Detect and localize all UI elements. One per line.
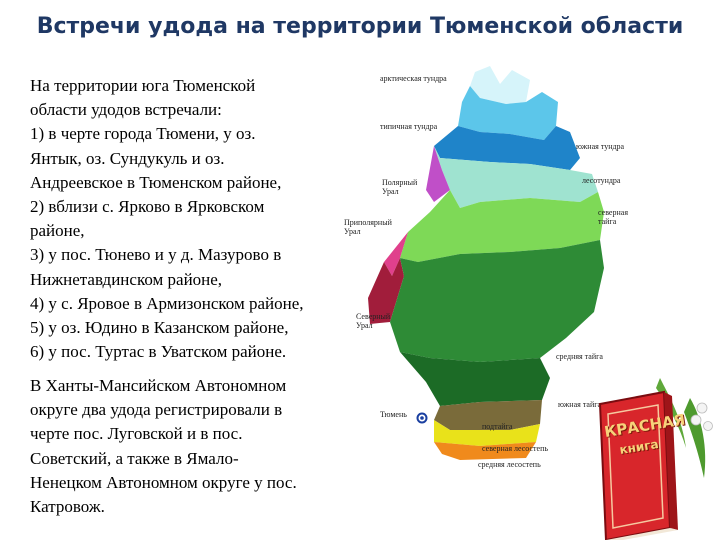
page-title: Встречи удода на территории Тюменской об… [36,14,684,39]
text-line: районе, [30,221,85,241]
zone-south-tundra [434,126,580,170]
text-line: Андреевское в Тюменском районе, [30,172,282,192]
label-north-forest-steppe: северная лесостепь [482,444,549,453]
label-forest-tundra: лесотундра [582,176,621,185]
text-line: Янтык, оз. Сундукуль и оз. [30,148,225,168]
zone-subpolar-ural [384,232,408,276]
zone-north-ural [368,258,404,324]
label-arctic-tundra: арктическая тундра [380,74,447,83]
khmao-paragraph: В Ханты-Мансийском Автономном округе два… [30,374,370,519]
text-line: Катровож. [30,497,105,517]
south-tyumen-paragraph: На территории юга Тюменской области удод… [30,74,370,364]
text-line: 1) в черте города Тюмени, у оз. [30,124,256,144]
label-typical-tundra: типичная тундра [380,122,438,131]
label-subtaiga: подтайга [482,422,513,431]
label-south-taiga: южная тайга [558,400,602,409]
zone-forest-tundra [434,146,598,208]
zone-north-forest-steppe [434,420,540,446]
label-south-tundra: южная тундра [576,142,625,151]
text-line: 6) у пос. Туртас в Уватском районе. [30,342,287,362]
zone-subtaiga [434,400,542,430]
text-line: 5) у оз. Юдино в Казанском районе, [30,318,289,338]
zone-typical-tundra [458,86,558,140]
text-line: В Ханты-Мансийском Автономном [30,376,287,395]
label-middle-taiga: средняя тайга [556,352,603,361]
zone-middle-taiga [390,240,604,362]
zone-middle-forest-steppe [434,442,536,460]
label-tyumen: Тюмень [380,410,407,419]
zone-south-taiga [400,352,550,406]
text-line: На территории юга Тюменской [30,76,256,95]
zone-arctic-tundra [470,66,530,104]
text-line: черте пос. Луговской и в пос. [30,424,243,444]
text-line: Советский, а также в Ямало- [30,448,239,468]
label-north-taiga: северная тайга [598,208,628,226]
zone-map: арктическая тундра типичная тундра южная… [330,62,630,472]
red-book-graphic [598,378,713,542]
red-book-illustration: КРАСНАЯ книга [590,378,720,542]
text-line: области удодов встречали: [30,100,222,120]
zone-polar-ural [426,146,450,202]
label-north-ural: Северный Урал [356,312,391,330]
text-line: Ненецком Автономном округе у пос. [30,472,297,492]
text-line: округе два удода регистрировали в [30,400,283,420]
zone-north-taiga [400,190,604,262]
label-middle-forest-steppe: средняя лесостепь [478,460,541,469]
text-line: 4) у с. Яровое в Армизонском районе, [30,293,304,313]
label-polar-ural: Полярный Урал [382,178,418,196]
text-line: 3) у пос. Тюнево и у д. Мазурово в [30,245,282,265]
zone-map-graphic [368,66,604,460]
text-line: 2) вблизи с. Ярково в Ярковском [30,197,265,217]
text-line: Нижнетавдинском районе, [30,269,223,289]
label-subpolar-ural: Приполярный Урал [344,218,392,236]
